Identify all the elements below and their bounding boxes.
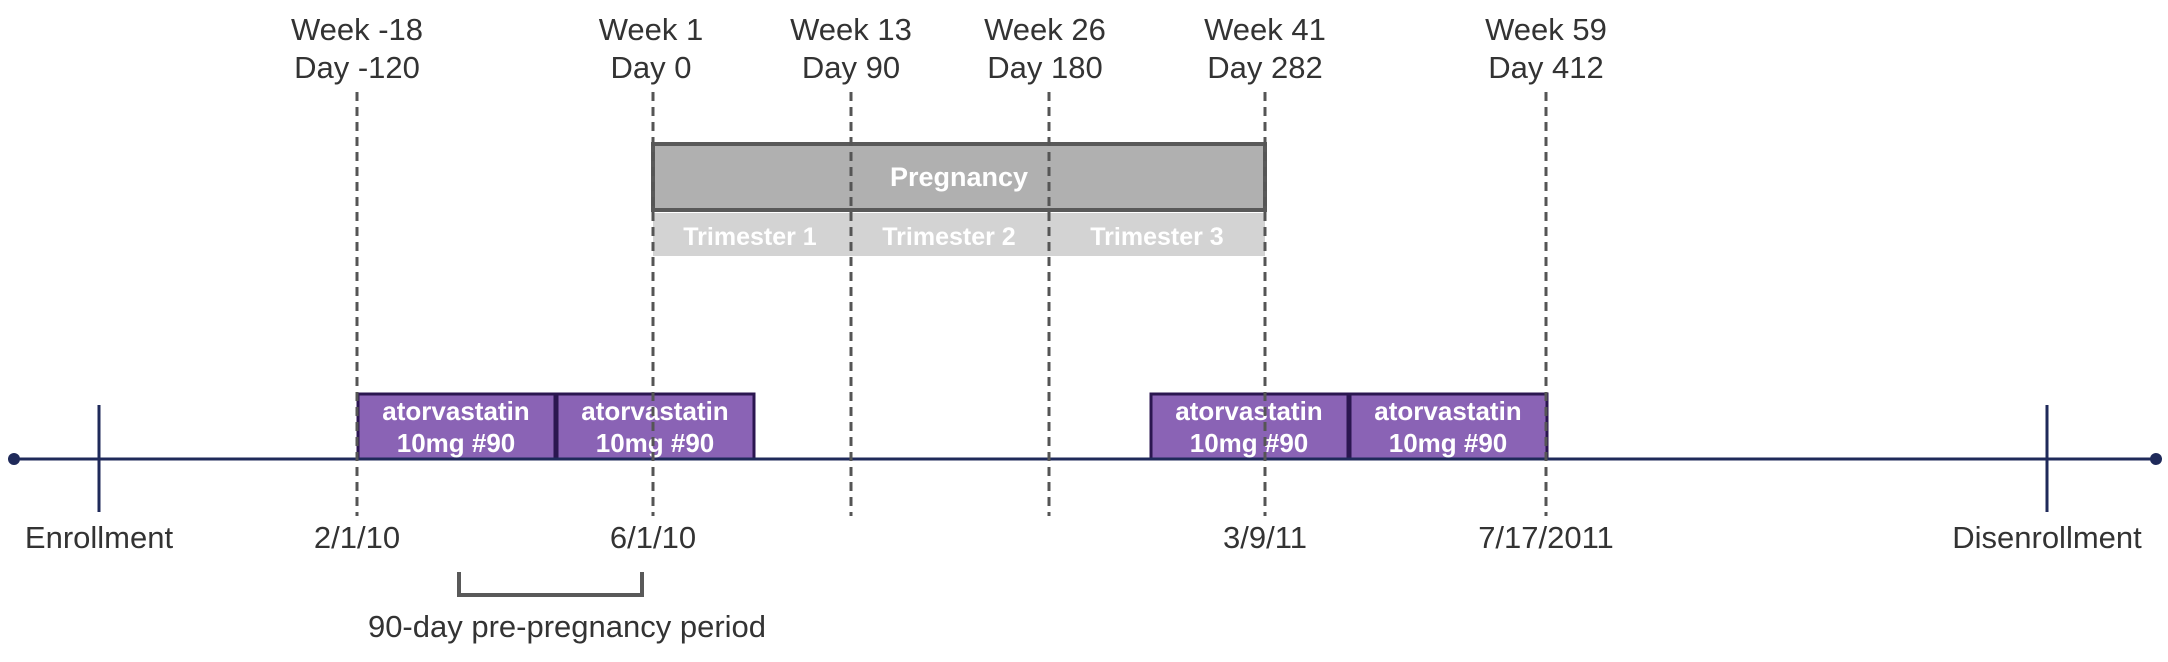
prescription-drug-label: atorvastatin: [581, 396, 728, 426]
trimester-bars: Trimester 1 Trimester 2 Trimester 3: [653, 213, 1265, 256]
pregnancy-box: [651, 142, 1267, 212]
milestone-lines: [355, 92, 1548, 516]
trimester-2-box: [851, 213, 1049, 256]
prescription-dose-label: 10mg #90: [1190, 428, 1309, 458]
prescription-fill: atorvastatin 10mg #90: [356, 392, 557, 461]
trimester-3-label: Trimester 3: [1090, 223, 1223, 251]
date-labels: Enrollment 2/1/10 6/1/10 3/9/11 7/17/201…: [25, 520, 2142, 555]
pre-pregnancy-bracket: 90-day pre-pregnancy period: [368, 572, 766, 644]
prescription-fill: atorvastatin 10mg #90: [1348, 392, 1549, 461]
pregnancy-bar: Pregnancy: [651, 142, 1267, 212]
date-label: 7/17/2011: [1478, 520, 1614, 555]
date-label: 3/9/11: [1223, 520, 1307, 555]
disenrollment-label: Disenrollment: [1952, 520, 2142, 555]
trimester-2-label: Trimester 2: [882, 223, 1015, 251]
bracket-shape: [457, 572, 644, 597]
timeline-end-dot: [2150, 453, 2162, 465]
enrollment-label: Enrollment: [25, 520, 174, 555]
prescription-dose-label: 10mg #90: [397, 428, 516, 458]
pregnancy-label: Pregnancy: [890, 162, 1028, 192]
milestone-day-label: Day -120: [294, 50, 420, 85]
prescription-fill: atorvastatin 10mg #90: [1149, 392, 1350, 461]
milestone-week-label: Week -18: [291, 12, 423, 47]
date-label: 6/1/10: [610, 520, 696, 555]
milestone-day-label: Day 282: [1207, 50, 1322, 85]
prescription-drug-label: atorvastatin: [1175, 396, 1322, 426]
timeline-axis: [8, 405, 2162, 512]
milestone-day-label: Day 180: [987, 50, 1102, 85]
prescription-fills: atorvastatin 10mg #90 atorvastatin 10mg …: [356, 392, 1549, 461]
trimester-1-box: [653, 213, 851, 256]
milestone-week-label: Week 13: [790, 12, 912, 47]
milestone-week-label: Week 41: [1204, 12, 1326, 47]
prescription-drug-label: atorvastatin: [382, 396, 529, 426]
prescription-dose-label: 10mg #90: [596, 428, 715, 458]
timeline-start-dot: [8, 453, 20, 465]
trimester-1-label: Trimester 1: [683, 223, 817, 251]
pre-pregnancy-label: 90-day pre-pregnancy period: [368, 609, 766, 644]
milestone-week-label: Week 59: [1485, 12, 1607, 47]
milestone-day-label: Day 412: [1488, 50, 1603, 85]
prescription-fill: atorvastatin 10mg #90: [555, 392, 756, 461]
prescription-drug-label: atorvastatin: [1374, 396, 1521, 426]
milestone-labels: Week -18 Day -120 Week 1 Day 0 Week 13 D…: [291, 12, 1607, 85]
trimester-3-box: [1049, 213, 1265, 256]
milestone-day-label: Day 0: [611, 50, 692, 85]
milestone-day-label: Day 90: [802, 50, 900, 85]
date-label: 2/1/10: [314, 520, 400, 555]
milestone-week-label: Week 26: [984, 12, 1106, 47]
prescription-dose-label: 10mg #90: [1389, 428, 1508, 458]
milestone-week-label: Week 1: [599, 12, 704, 47]
